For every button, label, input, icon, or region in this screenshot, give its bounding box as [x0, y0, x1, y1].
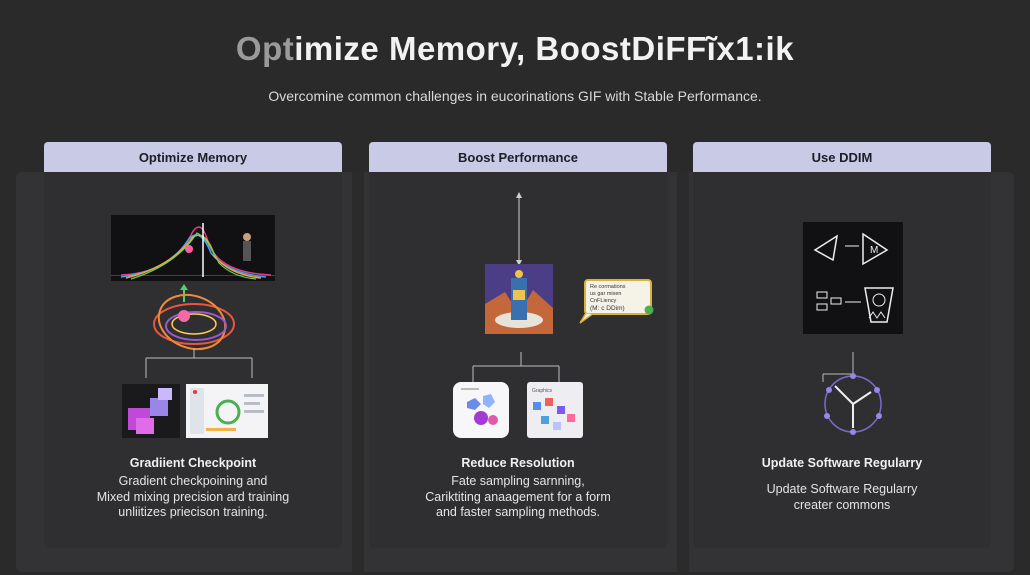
desc-line: Fate sampling sarnning, [451, 474, 585, 488]
ddim-diagram: M [803, 222, 903, 334]
feature-description: Update Software Regularry creater common… [713, 482, 971, 513]
chart-illustration [111, 215, 275, 281]
feature-title: Update Software Regularry [761, 456, 923, 470]
diagram-label: M [870, 245, 878, 256]
person-figure [243, 233, 251, 241]
connector-lines [472, 352, 560, 382]
network-diagram [822, 352, 882, 435]
bubble-line: Re cormations [590, 284, 626, 290]
feature-description: Fate sampling sarnning, Cariktiting anaa… [389, 474, 647, 521]
card-optimize-memory: Gradiient Checkpoint Gradient checkpoini… [44, 172, 342, 548]
feature-title: Reduce Resolution [461, 456, 575, 470]
title-prefix: Opt [235, 30, 295, 67]
dashboard-thumbnail [186, 384, 268, 438]
desc-line: Update Software Regularry [766, 482, 918, 496]
feature-description: Gradient checkpoining and Mixed mixing p… [64, 474, 322, 521]
molecule-thumbnail [453, 382, 509, 438]
connector-lines [145, 348, 253, 378]
graphics-thumbnail: Graphics [527, 382, 583, 438]
card-heading-use-ddim: Use DDIM [693, 142, 991, 172]
bubble-line: us gar mixen CnFLiency [590, 291, 622, 304]
desc-line: unliitizes priecison training. [118, 505, 268, 519]
card-heading-boost-performance: Boost Performance [369, 142, 667, 172]
desc-line: Mixed mixing precision ard training [96, 489, 290, 504]
check-badge-icon [644, 305, 654, 315]
column-divider [352, 172, 364, 572]
desc-line: and faster sampling methods. [436, 505, 600, 519]
orbit-illustration [153, 284, 235, 351]
desc-line: Gradient checkpoining and [118, 474, 268, 488]
feature-title: Gradiient Checkpoint [129, 456, 257, 470]
card-heading-optimize-memory: Optimize Memory [44, 142, 342, 172]
page-title: Optimize Memory, BoostDiFFĩx1:ik [0, 30, 1030, 68]
card-use-ddim: M Update Software Regularry Update Softw… [693, 172, 991, 548]
info-bubble: Re cormations us gar mixen CnFLiency (M​… [584, 279, 652, 315]
vertical-arrow [516, 192, 522, 266]
performance-illustration [485, 264, 553, 334]
bubble-tail [579, 313, 594, 324]
title-rest: imize Memory, BoostDiFFĩx1:ik [294, 30, 795, 67]
desc-line: Cariktiting anaagement for a form [425, 489, 611, 504]
page-subtitle: Overcomine common challenges in eucorina… [268, 88, 762, 104]
cubes-thumbnail [122, 384, 180, 438]
column-divider [677, 172, 689, 572]
card-boost-performance: Re cormations us gar mixen CnFLiency (M​… [369, 172, 667, 548]
graphics-label: Graphics [532, 388, 553, 394]
desc-line: creater commons [793, 497, 891, 512]
bubble-line: (M​: c DDim) [590, 305, 625, 312]
